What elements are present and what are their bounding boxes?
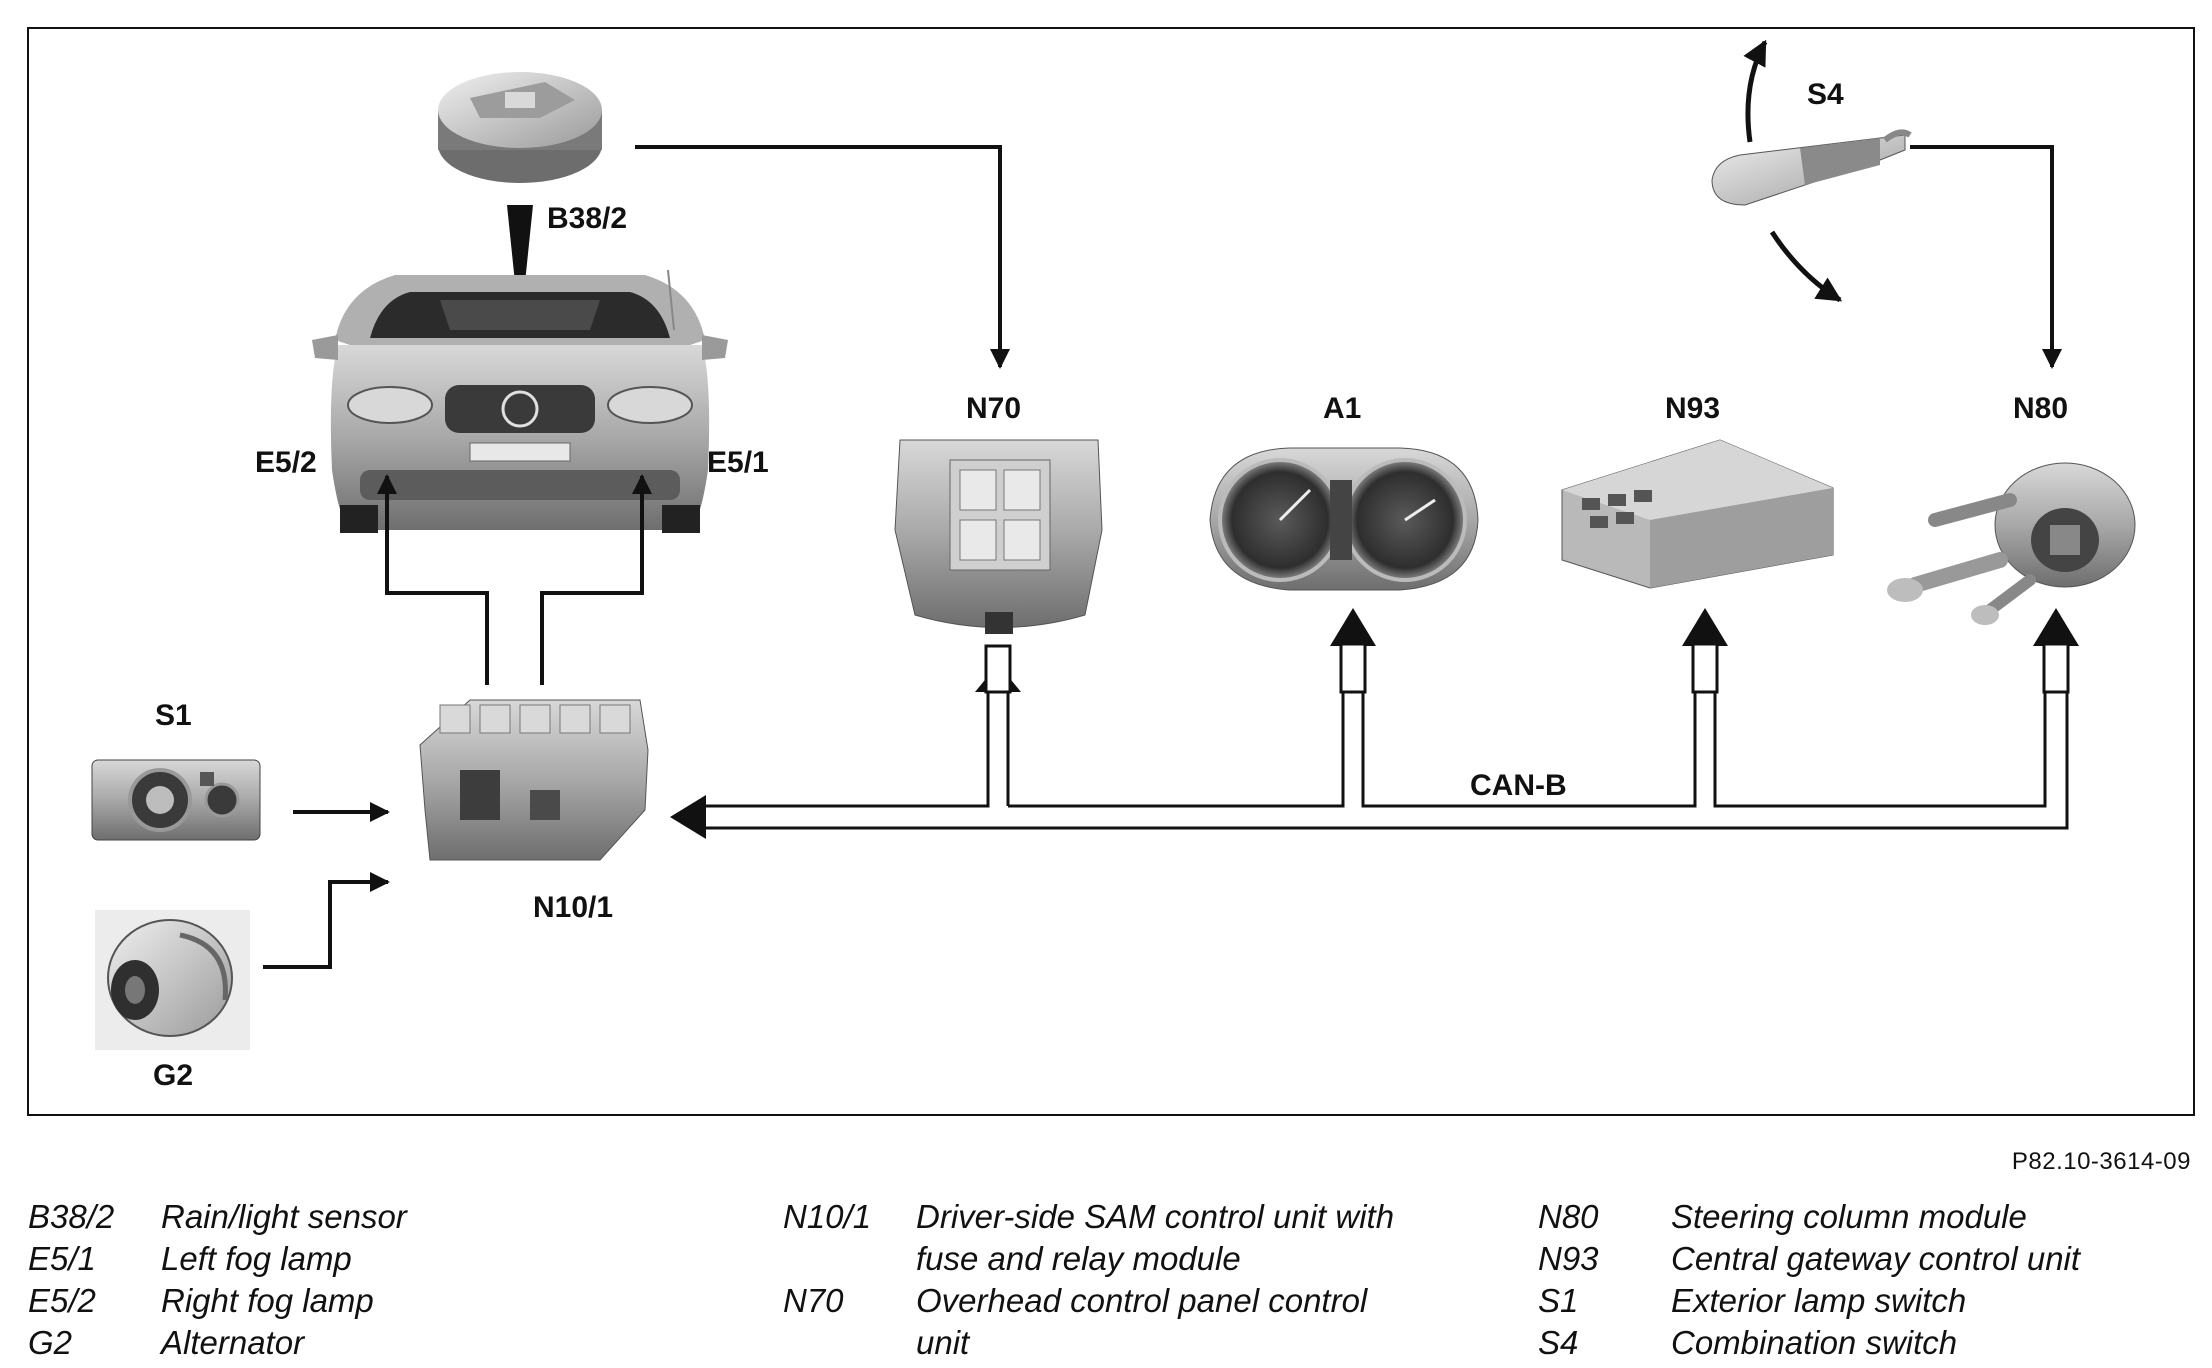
label-n10-1: N10/1 bbox=[533, 891, 613, 924]
label-e5-2: E5/2 bbox=[255, 446, 317, 479]
legend-column-1: B38/2 Rain/light sensor E5/1 Left fog la… bbox=[28, 1196, 728, 1364]
legend-code: N70 bbox=[783, 1282, 844, 1319]
label-n93: N93 bbox=[1665, 392, 1720, 425]
steering-column-module-image bbox=[1887, 462, 2136, 625]
legend-desc: Overhead control panel control bbox=[916, 1282, 1368, 1319]
legend-item: N70 Overhead control panel control bbox=[783, 1280, 1483, 1322]
legend-item: N80 Steering column module bbox=[1538, 1196, 2188, 1238]
legend-code: N10/1 bbox=[783, 1198, 872, 1235]
can-b-arrow-n10 bbox=[670, 795, 706, 839]
combination-switch-image bbox=[1711, 129, 1912, 206]
overhead-control-panel-image bbox=[894, 439, 1103, 634]
legend-desc: Central gateway control unit bbox=[1671, 1240, 2081, 1277]
switch-down-arrow bbox=[1769, 230, 1843, 303]
n10-to-e5-1-line bbox=[540, 474, 652, 685]
legend-item: B38/2 Rain/light sensor bbox=[28, 1196, 728, 1238]
car-image bbox=[312, 269, 728, 533]
rain-light-sensor-image bbox=[438, 72, 602, 183]
figure-reference: P82.10-3614-09 bbox=[2011, 1148, 2191, 1175]
label-s1: S1 bbox=[155, 699, 192, 732]
diagram-frame bbox=[27, 27, 2195, 1116]
can-b-arrow-n80 bbox=[2033, 608, 2079, 646]
legend-desc: fuse and relay module bbox=[916, 1240, 1241, 1277]
legend-code: S1 bbox=[1538, 1282, 1579, 1319]
legend-item: S1 Exterior lamp switch bbox=[1538, 1280, 2188, 1322]
legend-desc: Right fog lamp bbox=[161, 1282, 374, 1319]
can-b-stem-n70 bbox=[984, 644, 1012, 694]
g2-to-n10-line bbox=[263, 872, 390, 969]
legend-desc: Exterior lamp switch bbox=[1671, 1282, 1967, 1319]
can-b-bus bbox=[700, 690, 2069, 830]
legend-column-2: N10/1 Driver-side SAM control unit with … bbox=[783, 1196, 1483, 1364]
legend-item: E5/1 Left fog lamp bbox=[28, 1238, 728, 1280]
legend-desc: unit bbox=[916, 1324, 970, 1361]
legend-code: N80 bbox=[1538, 1198, 1599, 1235]
legend-item: E5/2 Right fog lamp bbox=[28, 1280, 728, 1322]
label-e5-1: E5/1 bbox=[707, 446, 769, 479]
exterior-lamp-switch-image bbox=[91, 759, 261, 841]
label-n70: N70 bbox=[966, 392, 1021, 425]
legend-item: N93 Central gateway control unit bbox=[1538, 1238, 2188, 1280]
label-g2: G2 bbox=[153, 1059, 193, 1092]
legend-desc: Left fog lamp bbox=[161, 1240, 352, 1277]
legend-code: G2 bbox=[28, 1324, 73, 1361]
legend-code: N93 bbox=[1538, 1240, 1599, 1277]
legend-desc: Combination switch bbox=[1671, 1324, 1958, 1361]
switch-up-arrow bbox=[1743, 39, 1768, 143]
legend-desc: Driver-side SAM control unit with bbox=[916, 1198, 1395, 1235]
label-s4: S4 bbox=[1807, 78, 1844, 111]
legend-code: E5/1 bbox=[28, 1240, 96, 1277]
s4-to-n80-line bbox=[1910, 145, 2062, 369]
legend-column-3: N80 Steering column module N93 Central g… bbox=[1538, 1196, 2188, 1364]
can-b-stem-a1 bbox=[1339, 642, 1367, 694]
can-b-arrow-a1 bbox=[1330, 608, 1376, 646]
instrument-cluster-image bbox=[1209, 447, 1479, 591]
legend-item-continuation: fuse and relay module bbox=[783, 1238, 1483, 1280]
can-b-stem-n93 bbox=[1691, 642, 1719, 694]
legend-item: S4 Combination switch bbox=[1538, 1322, 2188, 1364]
b38-to-n70-line bbox=[635, 145, 1010, 369]
central-gateway-image bbox=[1561, 439, 1834, 589]
n10-to-e5-2-line bbox=[377, 474, 489, 685]
legend-desc: Alternator bbox=[161, 1324, 305, 1361]
legend-item-continuation: unit bbox=[783, 1322, 1483, 1364]
alternator-image bbox=[95, 910, 250, 1050]
label-b38-2: B38/2 bbox=[547, 202, 627, 235]
legend-item: N10/1 Driver-side SAM control unit with bbox=[783, 1196, 1483, 1238]
legend-code: S4 bbox=[1538, 1324, 1579, 1361]
sensor-pointer bbox=[507, 205, 533, 312]
sam-control-unit-image bbox=[419, 699, 649, 861]
legend-code: B38/2 bbox=[28, 1198, 115, 1235]
label-a1: A1 bbox=[1323, 392, 1361, 425]
can-b-arrow-n93 bbox=[1682, 608, 1728, 646]
legend-code: E5/2 bbox=[28, 1282, 96, 1319]
can-b-stem-n80 bbox=[2042, 642, 2070, 694]
legend-desc: Rain/light sensor bbox=[161, 1198, 407, 1235]
label-can-b: CAN-B bbox=[1470, 769, 1567, 802]
label-n80: N80 bbox=[2013, 392, 2068, 425]
legend-desc: Steering column module bbox=[1671, 1198, 2027, 1235]
legend-item: G2 Alternator bbox=[28, 1322, 728, 1364]
